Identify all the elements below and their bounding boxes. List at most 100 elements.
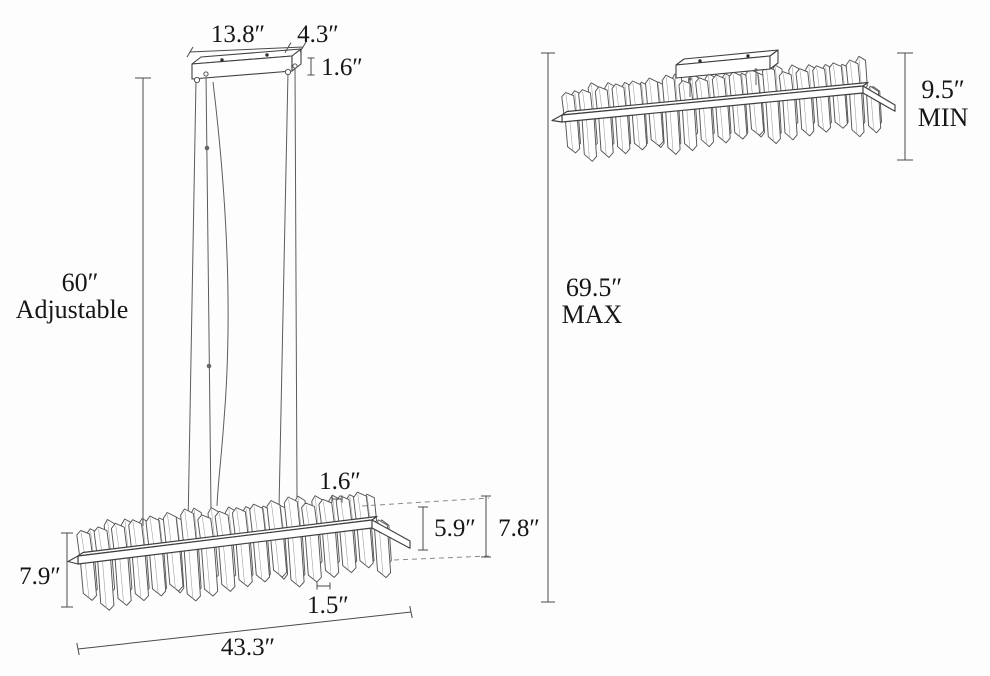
crystal-facet-line: [361, 524, 366, 566]
crystal-facet-line: [820, 92, 824, 131]
pendant-dimensions: 13.8″ 4.3″ 1.6″ 60″ Adjustable 7.9″ 1.6″…: [16, 21, 540, 661]
rail-left-tip: [551, 114, 563, 123]
stem-connector: [688, 77, 692, 81]
crystal-facet-line: [602, 113, 607, 156]
crystal-facet-line: [326, 528, 332, 576]
crystal-facet-line: [853, 89, 858, 135]
crystal-facet-line: [84, 557, 90, 599]
pendant-fixture-body: [67, 491, 411, 611]
canopy-screw: [746, 54, 750, 58]
canopy-height-label: 1.6″: [321, 54, 363, 81]
extension-line-bottom: [393, 555, 490, 561]
crystal-facet-line: [119, 553, 124, 604]
extension-line-top: [361, 497, 490, 507]
canopy-depth-label: 4.3″: [297, 21, 339, 48]
dim-line-inner-height: [418, 506, 428, 551]
crystal-facet-line: [803, 94, 808, 134]
crystal-facet-line: [569, 117, 573, 151]
suspension-cables: [187, 65, 298, 527]
min-height-value-label: 9.5″: [921, 75, 964, 104]
rail-end-cap: [862, 85, 896, 112]
crystal-facet-line: [193, 510, 198, 544]
inner-height-label: 5.9″: [434, 515, 476, 542]
dim-line-top-spacing: [331, 495, 343, 503]
dim-line-body-height: [61, 532, 73, 608]
crystal-facet-line: [292, 532, 297, 585]
suspension-value-label: 60″: [62, 268, 99, 297]
cable-back-left: [205, 73, 212, 510]
crystal-facet-line: [297, 498, 302, 531]
pendant-canopy: [191, 48, 302, 84]
pendant-view: 13.8″ 4.3″ 1.6″ 60″ Adjustable 7.9″ 1.6″…: [16, 21, 540, 661]
stem-connector: [754, 68, 758, 72]
crystal-facet-line: [343, 526, 349, 571]
power-cord: [212, 81, 229, 507]
crystal-facet-line: [636, 110, 640, 148]
canopy-width-label: 13.8″: [211, 21, 265, 48]
dim-line-suspension: [135, 77, 151, 526]
suspension-text-label: Adjustable: [16, 295, 129, 324]
bottom-spacing-label: 1.5″: [307, 592, 349, 619]
crystal-facet-line: [171, 547, 176, 590]
top-spacing-label: 1.6″: [319, 468, 361, 495]
min-height-text-label: MIN: [918, 103, 969, 132]
crystal-facet-line: [153, 549, 159, 594]
flush-dimensions: 69.5″ MAX 9.5″ MIN: [541, 52, 969, 603]
crystal-facet-line: [240, 538, 245, 585]
canopy-screw: [698, 59, 702, 63]
crystal-facet-line: [188, 545, 194, 599]
canopy-side-face: [769, 49, 779, 70]
crystal-facet-line: [652, 109, 657, 144]
flush-fixture-body: [551, 55, 896, 162]
cable-front-right: [278, 71, 289, 509]
crystal-facet-line: [136, 551, 142, 599]
cable-gripper: [203, 71, 209, 77]
cable-back-right: [294, 65, 298, 498]
dim-line-max-height: [541, 52, 555, 603]
body-length-label: 43.3″: [221, 634, 275, 661]
flush-canopy: [675, 49, 779, 97]
rail-end-cap: [371, 519, 411, 549]
crystal-facet-line: [205, 543, 211, 595]
crystal-facet-line: [619, 112, 624, 152]
cable-adjuster-ball: [204, 145, 210, 151]
canopy-screw: [220, 58, 224, 62]
crystal-facet-line: [101, 555, 107, 609]
fixture-rail: [67, 515, 411, 565]
overall-body-height-label: 7.8″: [498, 515, 540, 542]
body-height-label: 7.9″: [19, 563, 61, 590]
crystal-facet-line: [736, 101, 741, 138]
dim-line-canopy-height: [307, 57, 315, 76]
crystal-facet-line: [686, 105, 691, 149]
crystal-facet-line: [719, 102, 724, 141]
crystal-facet-line: [107, 521, 112, 554]
max-height-value-label: 69.5″: [566, 273, 622, 302]
crystal-facet-line: [585, 115, 590, 160]
dim-line-min-height: [897, 52, 913, 161]
crystal-facet-line: [836, 91, 841, 127]
dim-line-bottom-spacing: [316, 582, 331, 590]
canopy-screw: [265, 53, 269, 57]
dim-line-overall-body-height: [481, 495, 491, 558]
cable-gripper: [284, 68, 292, 76]
crystal-facet-line: [222, 540, 228, 590]
crystal-facet-line: [786, 96, 791, 138]
crystal-facet-line: [669, 107, 674, 153]
cable-gripper: [193, 76, 201, 84]
crystal-facet-line: [753, 99, 757, 134]
crystal-rod: [581, 113, 597, 162]
crystal-facet-line: [703, 104, 707, 145]
crystal-facet-line: [309, 530, 315, 581]
max-height-text-label: MAX: [562, 300, 623, 329]
flush-view: 69.5″ MAX 9.5″ MIN: [541, 49, 969, 603]
crystal-facet-line: [257, 536, 263, 580]
rail-left-tip: [67, 555, 79, 565]
cable-adjuster-ball: [206, 363, 212, 369]
dim-line-body-length: [76, 605, 413, 656]
dim-line-canopy-width-depth: [186, 41, 307, 58]
fixture-rail: [551, 81, 896, 123]
crystal-facet-line: [274, 534, 280, 576]
cable-front-left: [187, 79, 197, 527]
